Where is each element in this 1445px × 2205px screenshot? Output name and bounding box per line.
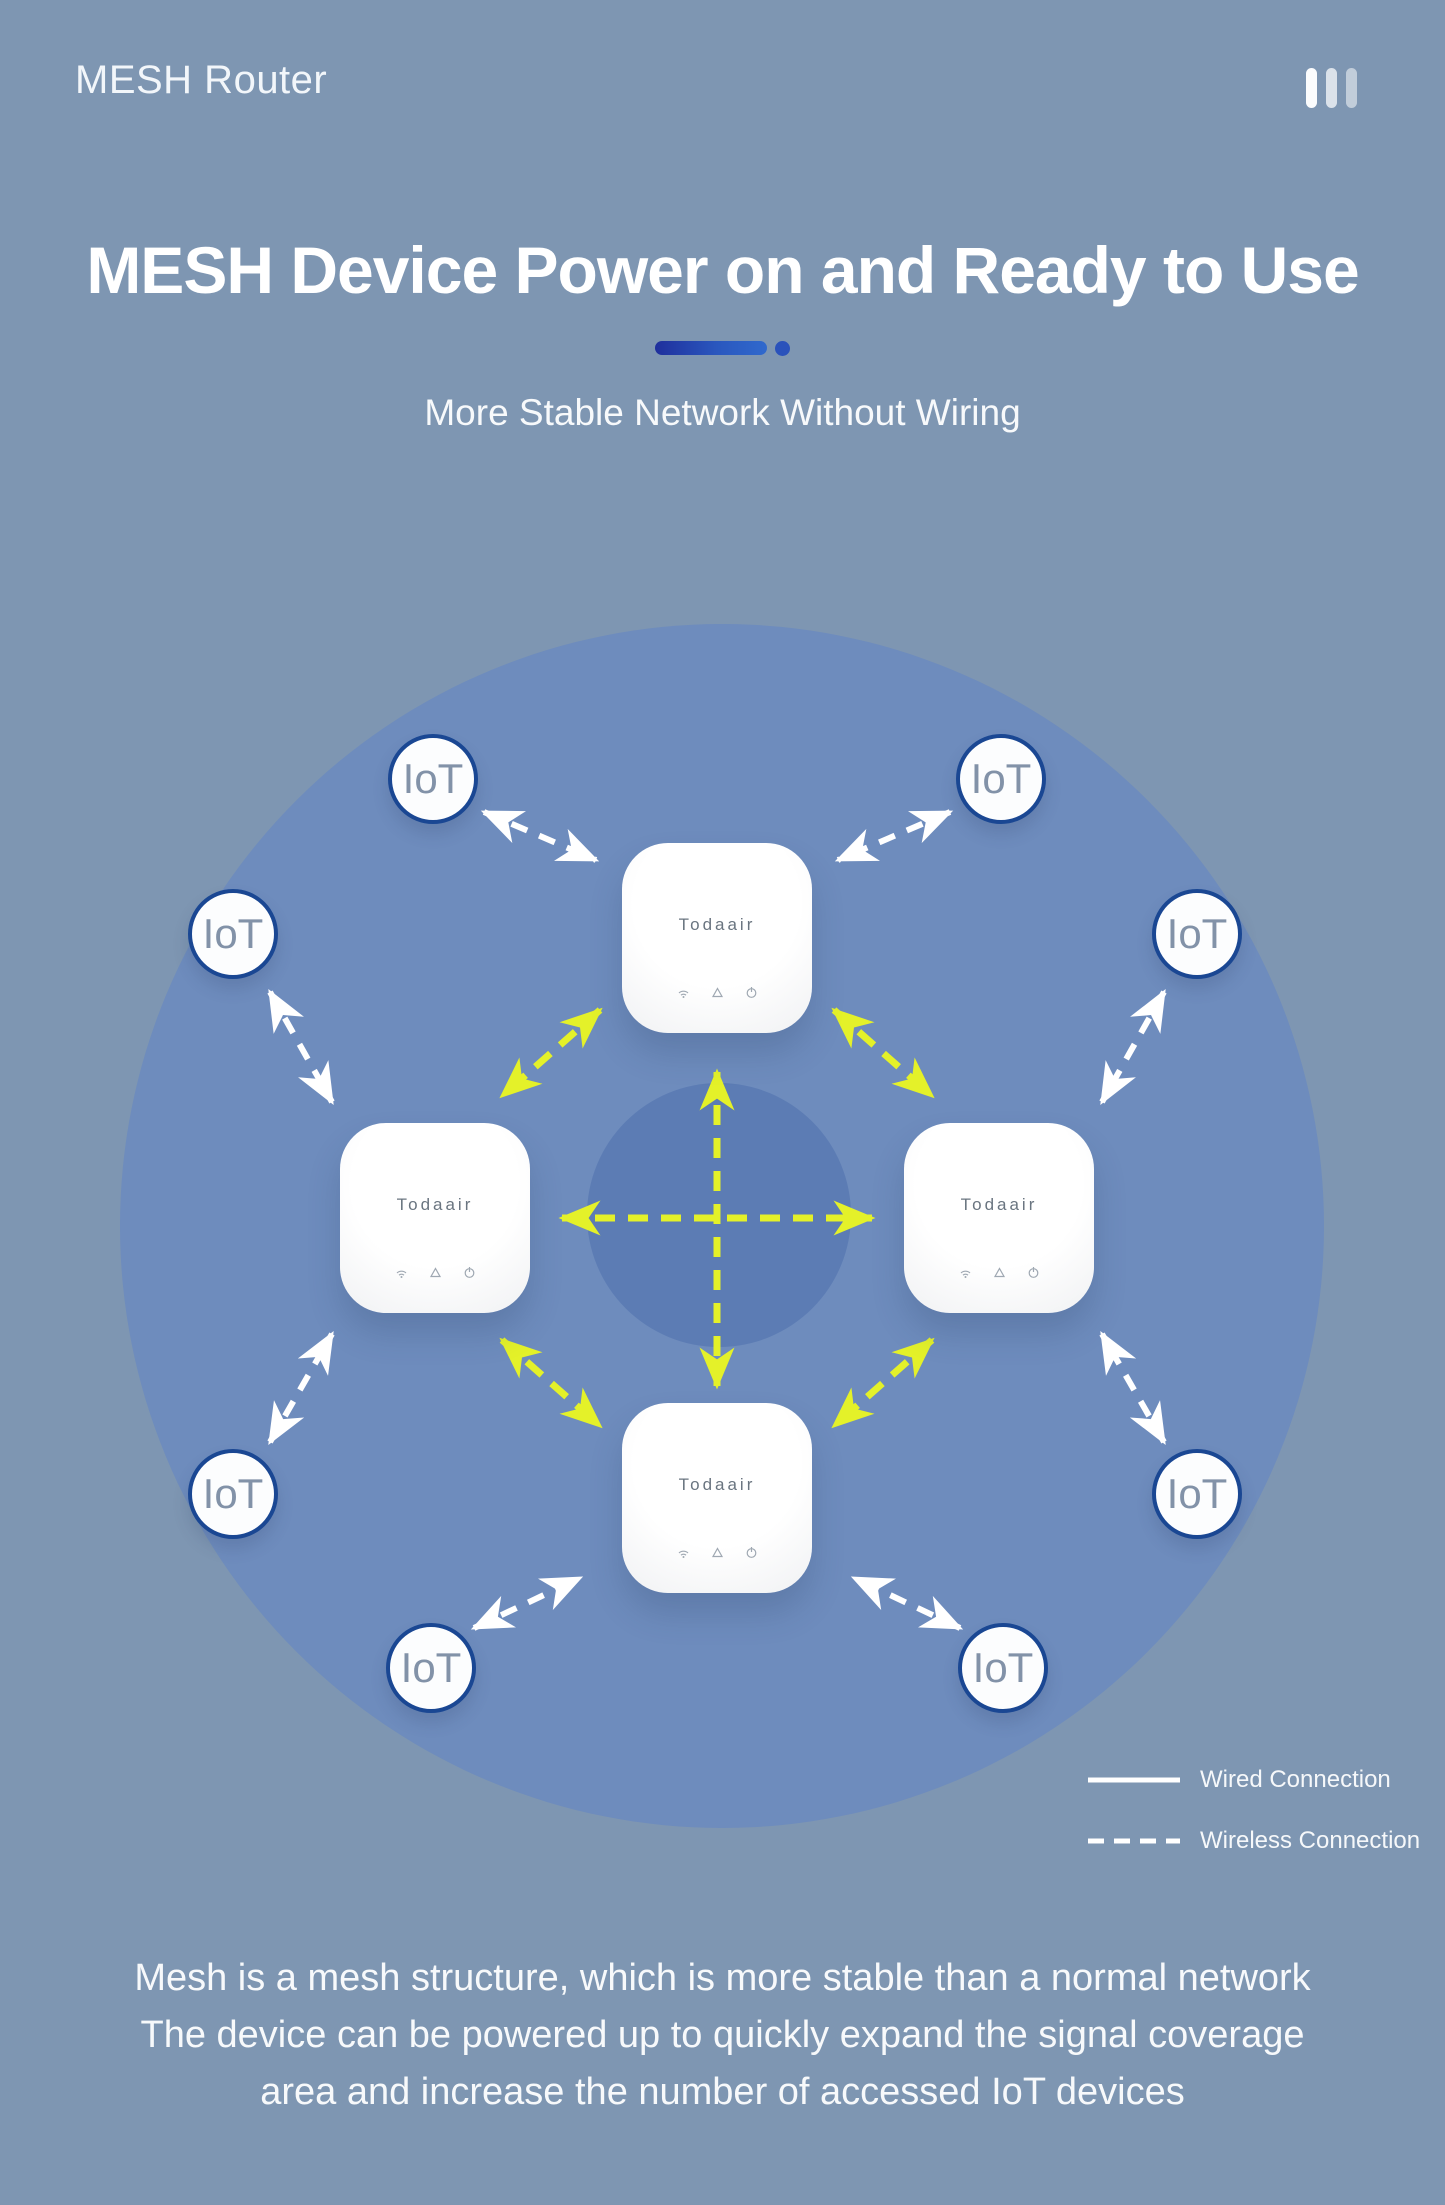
legend-label: Wireless Connection: [1200, 1827, 1421, 1854]
description-line: area and increase the number of accessed…: [260, 2071, 1185, 2113]
router-node-bottom: Todaair: [622, 1403, 812, 1593]
divider-dot: [775, 340, 790, 356]
wireless-arrow-iot-bottom-left: [470, 1575, 584, 1631]
iot-label: IoT: [1166, 1470, 1228, 1517]
iot-label: IoT: [970, 755, 1032, 802]
brand-title: MESH Router: [75, 58, 328, 102]
description-line: Mesh is a mesh structure, which is more …: [134, 1957, 1311, 1999]
iot-node: IoT: [958, 1623, 1048, 1713]
bar-icon: [1306, 68, 1317, 108]
wireless-arrow-iot-bottom-right: [850, 1575, 964, 1631]
mesh-arrow-top-left: [499, 1007, 603, 1099]
router-logo: Todaair: [678, 1475, 756, 1494]
iot-label: IoT: [202, 910, 264, 957]
power-icon: [746, 1547, 756, 1558]
wireless-arrow-iot-top-left: [480, 809, 600, 863]
router-logo: Todaair: [678, 915, 756, 934]
iot-node: IoT: [956, 734, 1046, 824]
wireless-arrow-iot-left-lower: [267, 1330, 335, 1446]
mesh-arrow-bottom-right: [831, 1337, 935, 1429]
mesh-icon: [711, 987, 723, 998]
iot-label: IoT: [400, 1644, 462, 1691]
router-logo: Todaair: [396, 1195, 474, 1214]
router-indicators: [622, 986, 812, 999]
router-indicators: [622, 1546, 812, 1559]
legend-item-wired: Wired Connection: [1086, 1766, 1420, 1794]
description: Mesh is a mesh structure, which is more …: [0, 1950, 1445, 2121]
legend: Wired Connection Wireless Connection: [1086, 1766, 1420, 1855]
title-divider: [0, 340, 1445, 356]
wireless-arrow-iot-top-right: [834, 809, 954, 863]
router-node-top: Todaair: [622, 843, 812, 1033]
description-line: The device can be powered up to quickly …: [140, 2014, 1305, 2056]
router-indicators: [904, 1266, 1094, 1279]
mesh-arrow-top-right: [831, 1007, 935, 1099]
mesh-arrow-bottom-left: [499, 1337, 603, 1429]
wireless-line-icon: [1088, 1838, 1180, 1844]
bar-icon: [1346, 68, 1357, 108]
wifi-icon: [396, 1270, 406, 1278]
bar-icon: [1326, 68, 1337, 108]
iot-node: IoT: [188, 889, 278, 979]
page-subtitle: More Stable Network Without Wiring: [424, 392, 1021, 433]
legend-label: Wired Connection: [1200, 1766, 1391, 1793]
router-node-left: Todaair: [340, 1123, 530, 1313]
power-icon: [746, 987, 756, 998]
iot-node: IoT: [388, 734, 478, 824]
iot-node: IoT: [386, 1623, 476, 1713]
wifi-icon: [960, 1270, 970, 1278]
power-icon: [464, 1267, 474, 1278]
wireless-arrow-iot-left-upper: [267, 988, 335, 1106]
wireless-arrow-iot-right-upper: [1099, 988, 1167, 1106]
router-logo: Todaair: [960, 1195, 1038, 1214]
iot-node: IoT: [1152, 1449, 1242, 1539]
wireless-arrow-iot-right-lower: [1099, 1330, 1167, 1446]
mesh-icon: [993, 1267, 1005, 1278]
mesh-icon: [429, 1267, 441, 1278]
router-node-right: Todaair: [904, 1123, 1094, 1313]
wifi-icon: [678, 1550, 688, 1558]
iot-node: IoT: [1152, 889, 1242, 979]
iot-label: IoT: [1166, 910, 1228, 957]
three-bars-icon: [1306, 68, 1357, 108]
legend-item-wireless: Wireless Connection: [1086, 1827, 1420, 1855]
page-title: MESH Device Power on and Ready to Use: [86, 233, 1359, 307]
iot-node: IoT: [188, 1449, 278, 1539]
iot-label: IoT: [402, 755, 464, 802]
wired-line-icon: [1088, 1777, 1180, 1783]
wifi-icon: [678, 990, 688, 998]
mesh-icon: [711, 1547, 723, 1558]
iot-label: IoT: [972, 1644, 1034, 1691]
iot-label: IoT: [202, 1470, 264, 1517]
divider-pill: [655, 341, 767, 355]
router-indicators: [340, 1266, 530, 1279]
power-icon: [1028, 1267, 1038, 1278]
